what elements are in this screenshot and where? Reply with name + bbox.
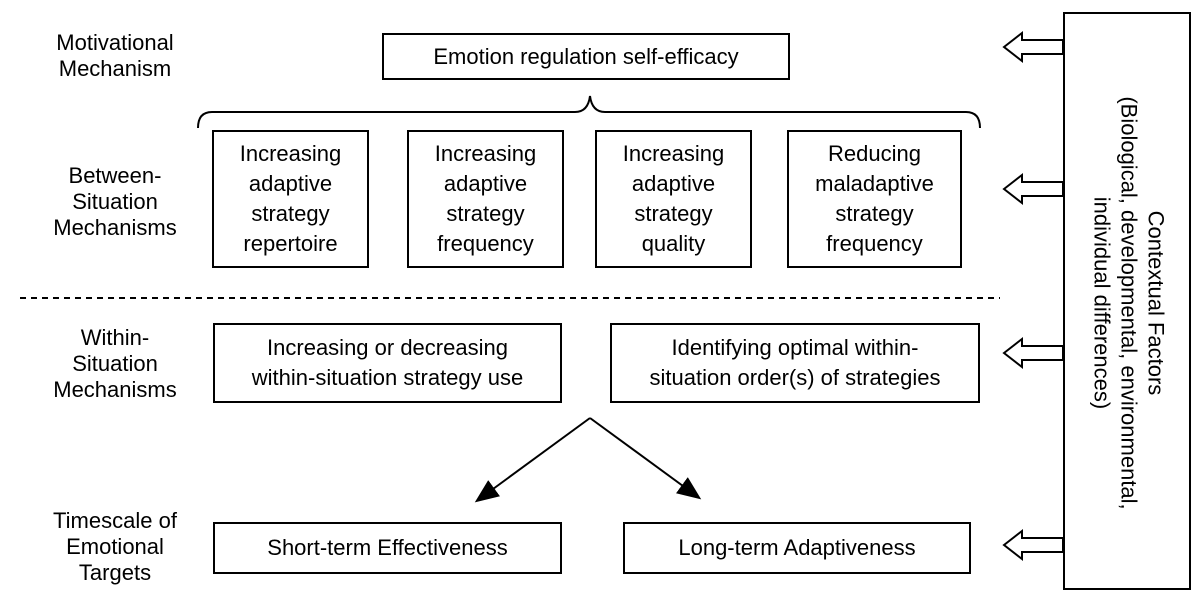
- contextual-factors-text: Contextual Factors (Biological, developm…: [1089, 96, 1169, 510]
- context-arrow-between: [1002, 172, 1064, 206]
- adaptive-strategy-frequency-box: Increasing adaptive strategy frequency: [407, 130, 564, 268]
- arrow-to-long-term: [589, 417, 702, 500]
- row-label-between-situation: Between- Situation Mechanisms: [53, 163, 177, 240]
- grouping-brace: [197, 95, 981, 129]
- row-label-motivational: Motivational Mechanism: [56, 30, 174, 81]
- row-label-timescale: Timescale of Emotional Targets: [53, 508, 177, 585]
- row-label-within-situation: Within- Situation Mechanisms: [53, 325, 177, 402]
- adaptive-strategy-quality-box: Increasing adaptive strategy quality: [595, 130, 752, 268]
- long-term-adaptiveness-box: Long-term Adaptiveness: [623, 522, 971, 574]
- context-arrow-within: [1002, 336, 1064, 370]
- strategy-order-box: Identifying optimal within- situation or…: [610, 323, 980, 403]
- maladaptive-strategy-frequency-box: Reducing maladaptive strategy frequency: [787, 130, 962, 268]
- emotion-regulation-self-efficacy-box: Emotion regulation self-efficacy: [382, 33, 790, 80]
- context-arrow-motivational: [1002, 30, 1064, 64]
- context-arrow-timescale: [1002, 528, 1064, 562]
- short-term-effectiveness-box: Short-term Effectiveness: [213, 522, 562, 574]
- within-situation-strategy-use-box: Increasing or decreasing within-situatio…: [213, 323, 562, 403]
- adaptive-strategy-repertoire-box: Increasing adaptive strategy repertoire: [212, 130, 369, 268]
- contextual-factors-box: Contextual Factors (Biological, developm…: [1063, 12, 1191, 590]
- arrow-to-short-term: [474, 417, 591, 503]
